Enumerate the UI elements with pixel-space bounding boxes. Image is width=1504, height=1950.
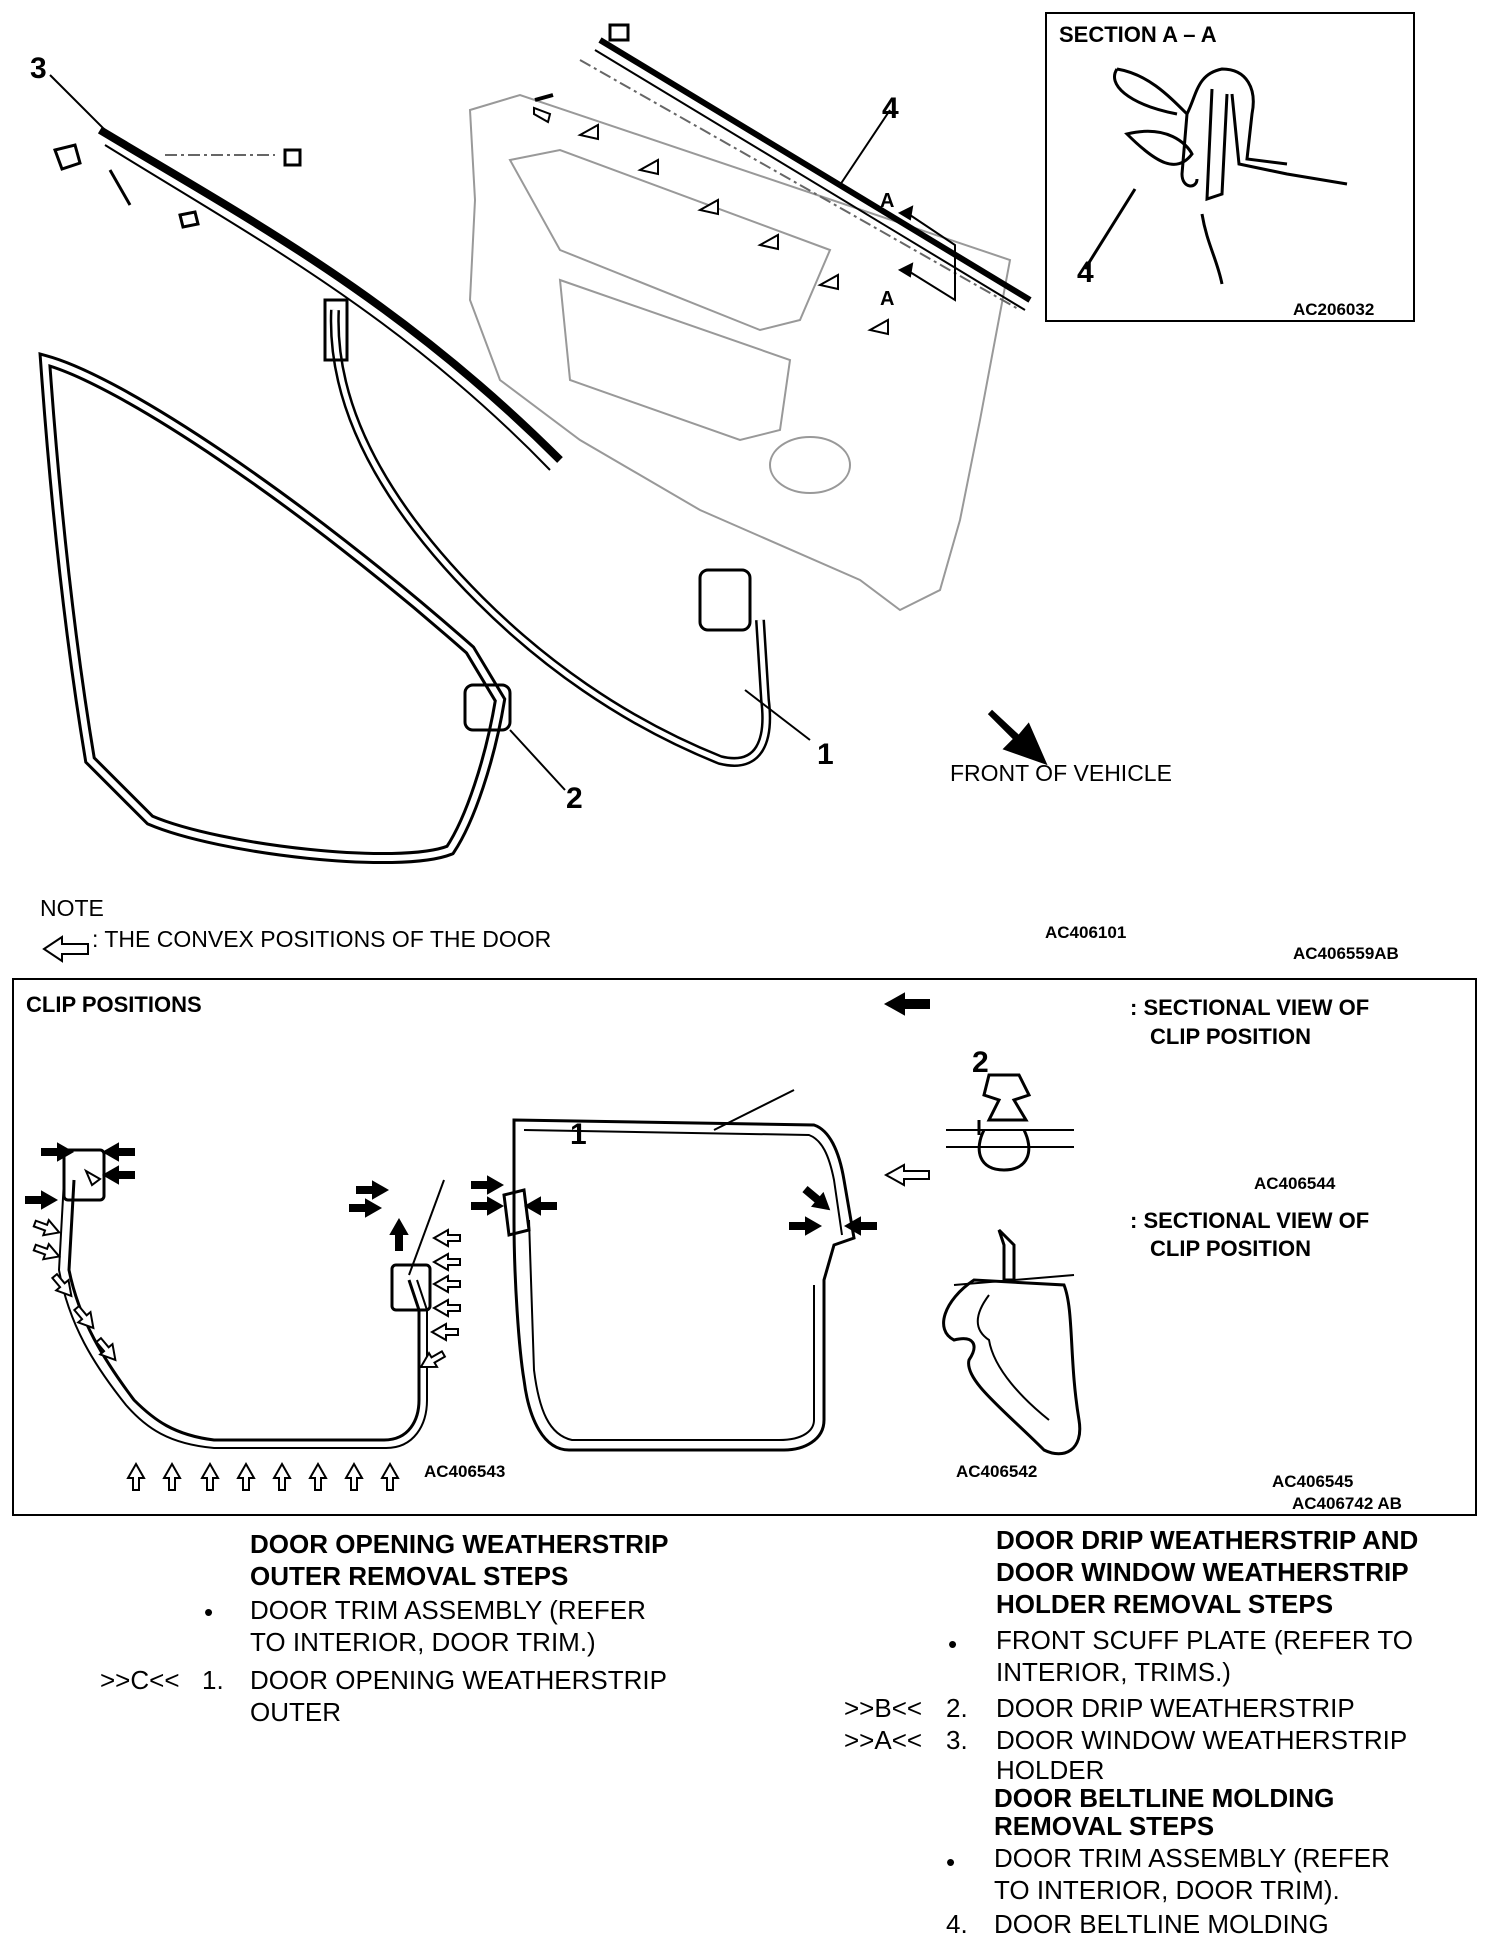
left-item1-line1: DOOR OPENING WEATHERSTRIP [250,1665,667,1695]
clip-code-mid: AC406542 [956,1462,1038,1481]
door-opening-weatherstrip [329,309,772,767]
left-item1-line2: OUTER [250,1697,341,1727]
door-panel-window-opening [508,148,832,332]
right-heading-2: DOOR WINDOW WEATHERSTRIP [996,1557,1409,1587]
drip-weatherstrip [97,126,563,463]
right-item0-line1: FRONT SCUFF PLATE (REFER TO [996,1625,1414,1655]
left-item1-num: 1. [202,1665,224,1695]
callout-3: 3 [30,52,47,85]
clip-panel-code: AC406742 AB [1292,1494,1402,1513]
left-heading-2: OUTER REMOVAL STEPS [250,1561,569,1591]
legend-solid-line2: CLIP POSITION [1150,1024,1311,1049]
solid-arrow-legend-icon [883,992,930,1016]
section-label-a-lower: A [880,288,895,310]
callout-1: 1 [817,738,834,771]
legend-hollow-code: AC406545 [1272,1472,1354,1491]
clip-code-left: AC406543 [424,1462,506,1481]
figure-code-ac406101: AC406101 [1045,923,1127,942]
legend-solid-code: AC406544 [1254,1174,1336,1193]
note-title: NOTE [40,895,104,921]
clip-positions-title: CLIP POSITIONS [26,992,202,1017]
right-item0-line2: INTERIOR, TRIMS.) [996,1657,1231,1687]
front-of-vehicle-label: FRONT OF VEHICLE [950,760,1172,786]
right-bullet: • [948,1629,958,1659]
right-item5-text: DOOR BELTLINE MOLDING [994,1909,1329,1939]
exploded-door-diagram [38,23,1048,963]
door-inner-panel [468,93,1012,612]
hollow-arrow-legend-icon [883,1163,930,1187]
right-heading-3: HOLDER REMOVAL STEPS [996,1589,1334,1619]
legend-hollow-line2: CLIP POSITION [1150,1236,1311,1261]
section-code: AC206032 [1293,300,1375,319]
door-panel-recess [558,278,792,442]
beltline-molding [598,37,1032,303]
right-item2-ref: >>B<< [844,1693,923,1723]
right-item3-line1: DOOR WINDOW WEATHERSTRIP [996,1725,1408,1755]
note-hollow-arrow-icon [42,935,89,963]
right-bullet-2: • [946,1847,956,1877]
right-item2-num: 2. [946,1693,968,1723]
note-text: : THE CONVEX POSITIONS OF THE DOOR [92,926,552,952]
right-item4-line2: TO INTERIOR, DOOR TRIM). [994,1875,1340,1905]
right-item4-line1: DOOR TRIM ASSEMBLY (REFER [994,1843,1390,1873]
clip-callout-2: 2 [972,1046,989,1079]
right-item5-num: 4. [946,1909,968,1939]
clip-positions-panel: CLIP POSITIONS [12,978,1477,1516]
legend-hollow-line1: : SECTIONAL VIEW OF [1130,1208,1370,1233]
section-a-a-title: SECTION A – A [1059,22,1217,47]
section-a-a-drawing [1083,67,1348,285]
clip-positions-drawing [25,992,1082,1491]
right-item3-num: 3. [946,1725,968,1755]
front-of-vehicle-arrow [987,709,1048,766]
left-item0-line1: DOOR TRIM ASSEMBLY (REFER [250,1595,646,1625]
callout-4: 4 [882,92,899,125]
clip-callout-1: 1 [570,1118,587,1151]
left-heading-1: DOOR OPENING WEATHERSTRIP [250,1529,669,1559]
section-label-a-upper: A [880,190,895,212]
callout-2: 2 [566,782,583,815]
right-heading-5: REMOVAL STEPS [994,1811,1215,1841]
section-callout-4: 4 [1077,256,1094,289]
section-a-a-panel: SECTION A – A 4 AC206032 [1045,12,1415,322]
right-item3-line2: HOLDER [996,1755,1105,1785]
left-item0-line2: TO INTERIOR, DOOR TRIM.) [250,1627,596,1657]
figure-code-ac406559ab: AC406559AB [1293,944,1399,963]
right-item3-ref: >>A<< [844,1725,923,1755]
door-speaker-opening [769,436,851,494]
right-item2-text: DOOR DRIP WEATHERSTRIP [996,1693,1355,1723]
right-heading-4: DOOR BELTLINE MOLDING [994,1783,1335,1813]
left-bullet: • [204,1597,214,1627]
legend-solid-line1: : SECTIONAL VIEW OF [1130,995,1370,1020]
right-heading-1: DOOR DRIP WEATHERSTRIP AND [996,1525,1419,1555]
left-item1-ref: >>C<< [100,1665,180,1695]
